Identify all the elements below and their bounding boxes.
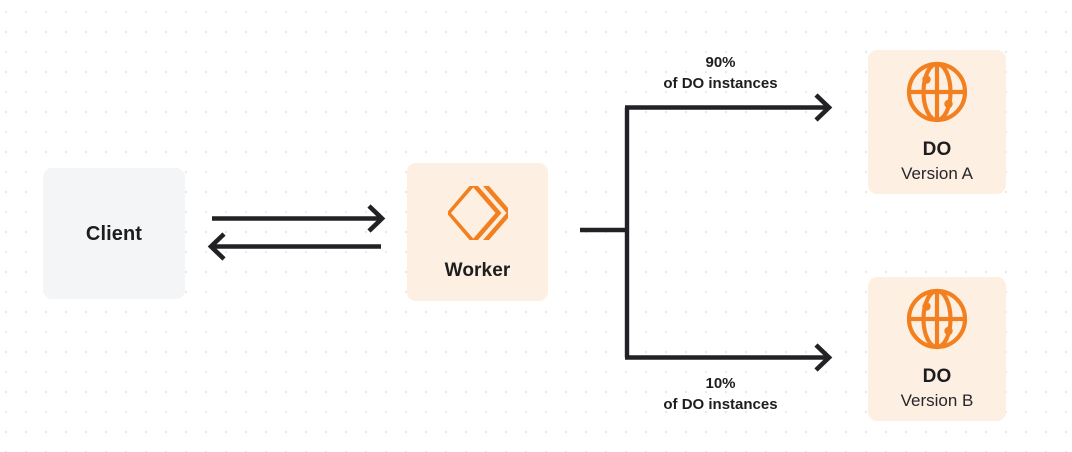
globe-icon [904, 59, 970, 125]
edge-label-do-a-description: of DO instances [663, 75, 778, 93]
cloudflare-workers-icon [446, 182, 512, 244]
node-worker[interactable]: Worker [407, 163, 548, 301]
node-client[interactable]: Client [43, 168, 185, 299]
edge-worker-to-client [207, 232, 381, 261]
edge-label-do-b-percent: 10% [705, 375, 736, 392]
edge-worker-branch-spine [580, 107, 630, 358]
node-worker-title: Worker [444, 259, 511, 281]
edge-worker-to-do-a [625, 93, 833, 122]
node-do-a-title: DO [922, 138, 952, 160]
edge-label-do-a: 90% of DO instances [613, 52, 828, 95]
edge-label-do-b: 10% of DO instances [613, 373, 828, 416]
node-do-b-title: DO [922, 365, 952, 387]
edge-worker-to-do-b [625, 343, 833, 372]
edge-label-do-a-percent: 90% [705, 54, 736, 71]
edge-client-to-worker [212, 204, 386, 233]
node-client-title: Client [85, 222, 143, 245]
node-do-b-subtitle: Version B [900, 391, 974, 411]
node-do-version-a[interactable]: DO Version A [868, 50, 1006, 194]
node-do-a-subtitle: Version A [901, 164, 973, 184]
globe-icon [904, 286, 970, 352]
edge-label-do-b-description: of DO instances [663, 396, 778, 414]
node-do-version-b[interactable]: DO Version B [868, 277, 1006, 421]
